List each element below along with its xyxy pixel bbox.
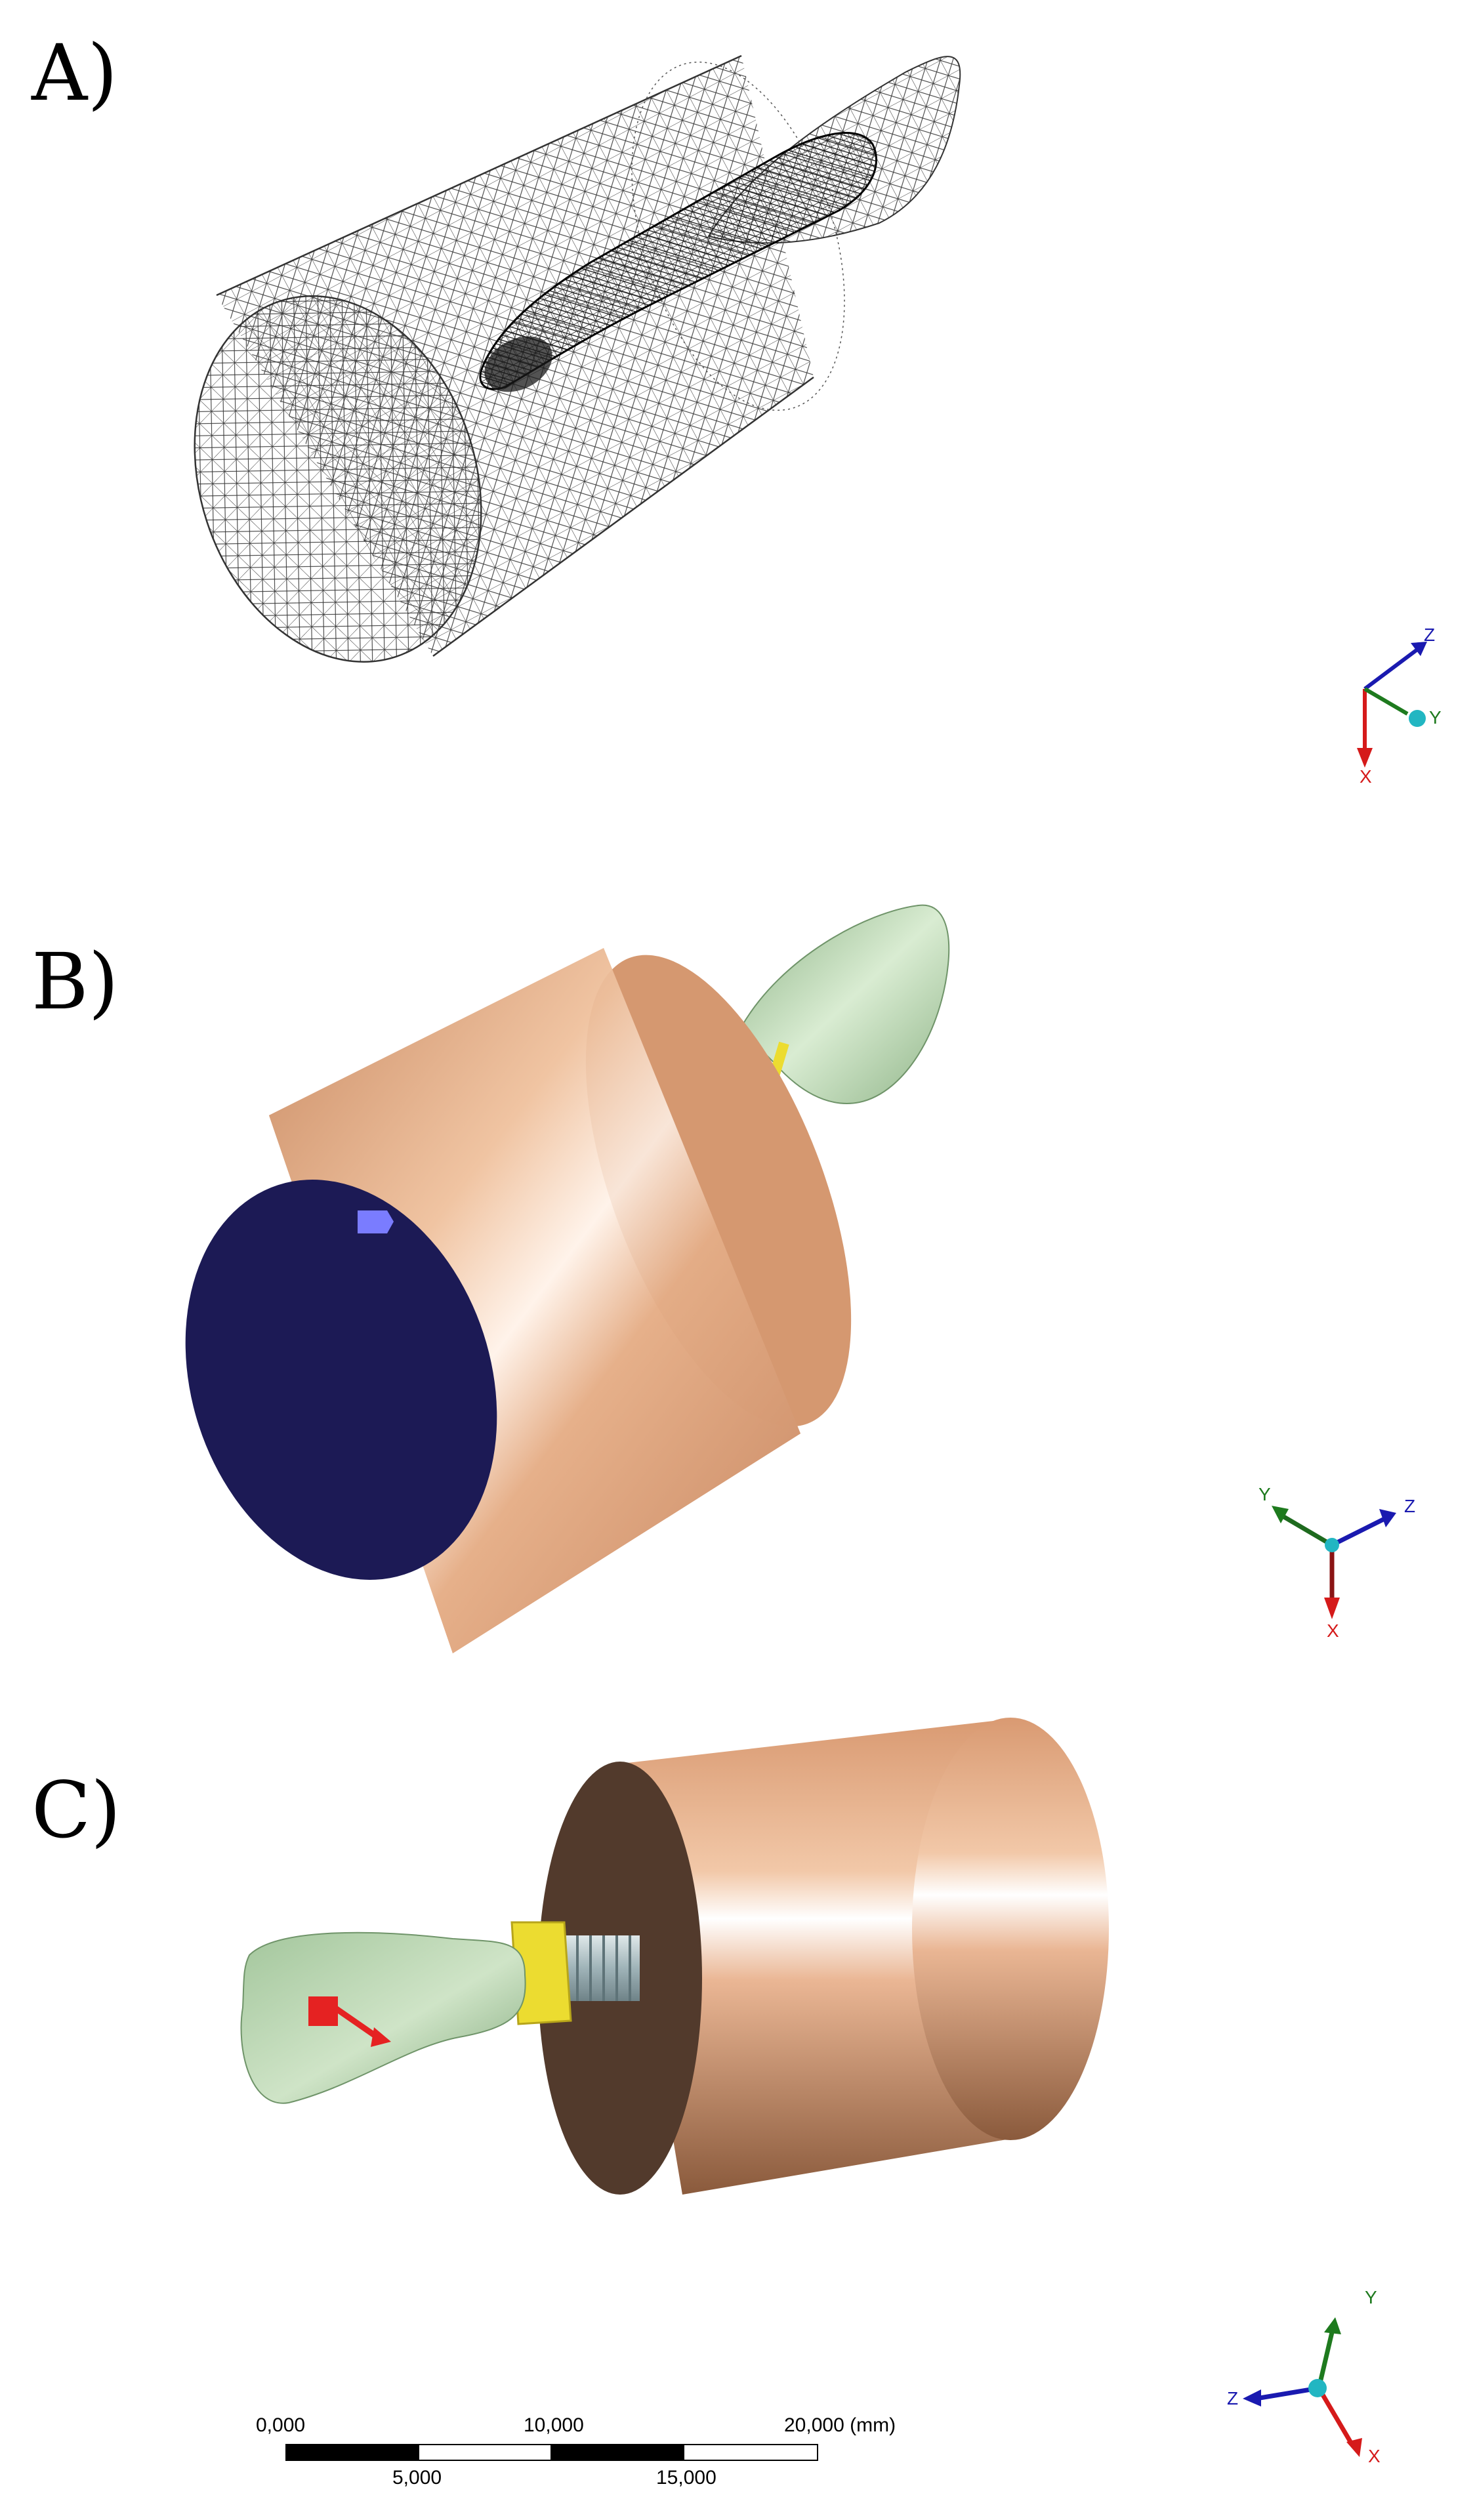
fixed-support-model-drawing [185,904,950,1653]
triad-a-y-label: Y [1429,707,1442,728]
panel-b-fixed-support-view: B) [0,840,1475,1680]
load-marker [308,1996,338,2026]
bone-block-fixed-face [185,1180,497,1580]
panel-a-label: A) [31,28,118,118]
fixed-support-marker [358,1210,394,1233]
scale-bar: 0,000 10,000 20,000 (mm) 5,000 15,000 [249,2414,971,2500]
coordinate-triad-c: X Y Z [1220,2270,1417,2467]
scale-label-0: 0,000 [256,2414,306,2436]
crown-shape [240,1931,526,2104]
scale-label-10: 10,000 [524,2414,584,2436]
scale-segment-4 [683,2444,818,2461]
triad-a-x-label: X [1360,766,1372,787]
scale-segment-1 [285,2444,421,2461]
panel-c-load-view: C) [0,1680,1475,2520]
panel-b-label: B) [31,936,119,1027]
coordinate-triad-a: X Y Z [1299,610,1470,794]
scale-segment-3 [551,2444,686,2461]
load-model-drawing [240,1718,1109,2195]
scale-label-15: 15,000 [656,2467,717,2489]
block-mesh-front-face [194,295,482,663]
scale-segment-2 [418,2444,553,2461]
panel-c-label: C) [31,1765,121,1855]
crown-shape [740,904,950,1104]
triad-b-y-label: Y [1258,1484,1271,1504]
panel-a-mesh-view: A) [0,0,1475,840]
bone-block-body [610,1719,1010,2195]
mesh-model-drawing [194,54,961,663]
triad-c-z-label: Z [1227,2388,1239,2408]
scale-label-20: 20,000 (mm) [784,2414,896,2436]
coordinate-triad-b: X Y Z [1247,1470,1444,1653]
triad-c-x-label: X [1368,2446,1381,2466]
triad-a-z-label: Z [1424,625,1436,645]
triad-b-z-label: Z [1404,1496,1416,1516]
scale-label-5: 5,000 [392,2467,442,2489]
triad-b-x-label: X [1327,1621,1339,1641]
triad-c-y-label: Y [1365,2287,1377,2307]
